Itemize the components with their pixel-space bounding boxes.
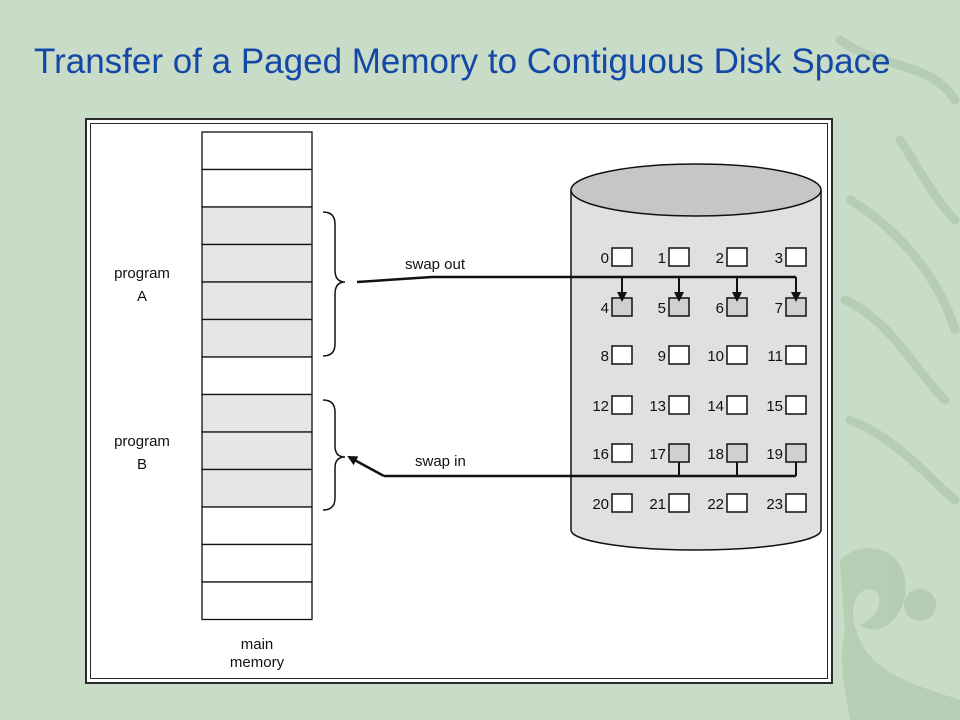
disk-block-label-0: 0: [601, 250, 609, 267]
disk-block-7: [785, 297, 807, 317]
memory-frame-0: [201, 131, 313, 171]
disk-top: [570, 163, 822, 217]
disk-block-5: [668, 297, 690, 317]
disk-block-8: [611, 345, 633, 365]
program-a-letter: A: [137, 288, 147, 305]
program-b-letter: B: [137, 456, 147, 473]
disk-block-label-22: 22: [707, 496, 724, 513]
memory-frame-1: [201, 168, 313, 208]
disk-block-label-23: 23: [766, 496, 783, 513]
disk-block-label-7: 7: [775, 300, 783, 317]
swap-in-label: swap in: [415, 453, 466, 470]
memory-frame-10: [201, 506, 313, 546]
disk-block-16: [611, 443, 633, 463]
disk-block-label-6: 6: [716, 300, 724, 317]
disk-block-11: [785, 345, 807, 365]
memory-frame-6: [201, 356, 313, 396]
disk-block-4: [611, 297, 633, 317]
disk-block-label-9: 9: [658, 348, 666, 365]
main-memory: [201, 131, 313, 621]
disk-block-0: [611, 247, 633, 267]
disk-block-label-19: 19: [766, 446, 783, 463]
memory-frame-3: [201, 243, 313, 283]
program-b-brace: [322, 399, 346, 511]
disk-block-label-18: 18: [707, 446, 724, 463]
program-a-brace: [322, 211, 346, 357]
program-b-label: program: [114, 433, 170, 450]
disk-block-22: [726, 493, 748, 513]
disk-block-label-16: 16: [592, 446, 609, 463]
disk-block-3: [785, 247, 807, 267]
disk-block-2: [726, 247, 748, 267]
disk-block-21: [668, 493, 690, 513]
memory-frame-8: [201, 431, 313, 471]
disk-block-9: [668, 345, 690, 365]
memory-frame-11: [201, 543, 313, 583]
disk-body: [570, 190, 822, 551]
disk-block-15: [785, 395, 807, 415]
memory-frame-4: [201, 281, 313, 321]
disk-block-label-13: 13: [649, 398, 666, 415]
disk-block-label-5: 5: [658, 300, 666, 317]
disk-block-17: [668, 443, 690, 463]
disk-block-label-11: 11: [767, 348, 783, 365]
disk-block-10: [726, 345, 748, 365]
memory-frame-12: [201, 581, 313, 621]
disk-block-label-12: 12: [592, 398, 609, 415]
disk-block-12: [611, 395, 633, 415]
disk-block-23: [785, 493, 807, 513]
swap-out-arrows: [356, 275, 801, 302]
swap-in-arrows: [347, 455, 797, 478]
disk-block-14: [726, 395, 748, 415]
disk-block-label-10: 10: [707, 348, 724, 365]
main-memory-label-2: memory: [230, 654, 285, 671]
memory-frame-5: [201, 318, 313, 358]
disk-block-1: [668, 247, 690, 267]
program-a-label: program: [114, 265, 170, 282]
memory-frame-2: [201, 206, 313, 246]
memory-frame-7: [201, 393, 313, 433]
disk-block-13: [668, 395, 690, 415]
disk-block-label-14: 14: [707, 398, 724, 415]
memory-frame-9: [201, 468, 313, 508]
slide-title: Transfer of a Paged Memory to Contiguous…: [34, 42, 891, 81]
main-memory-label: main: [241, 636, 274, 653]
disk-block-label-1: 1: [658, 250, 666, 267]
disk-block-label-3: 3: [775, 250, 783, 267]
disk-block-label-20: 20: [592, 496, 609, 513]
disk-block-label-17: 17: [649, 446, 666, 463]
disk-block-label-4: 4: [601, 300, 609, 317]
disk-block-label-8: 8: [601, 348, 609, 365]
disk-block-19: [785, 443, 807, 463]
disk-block-18: [726, 443, 748, 463]
disk-block-label-2: 2: [716, 250, 724, 267]
disk-block-6: [726, 297, 748, 317]
swap-out-label: swap out: [405, 256, 466, 273]
disk-block-label-15: 15: [766, 398, 783, 415]
disk-block-label-21: 21: [649, 496, 666, 513]
disk-block-20: [611, 493, 633, 513]
